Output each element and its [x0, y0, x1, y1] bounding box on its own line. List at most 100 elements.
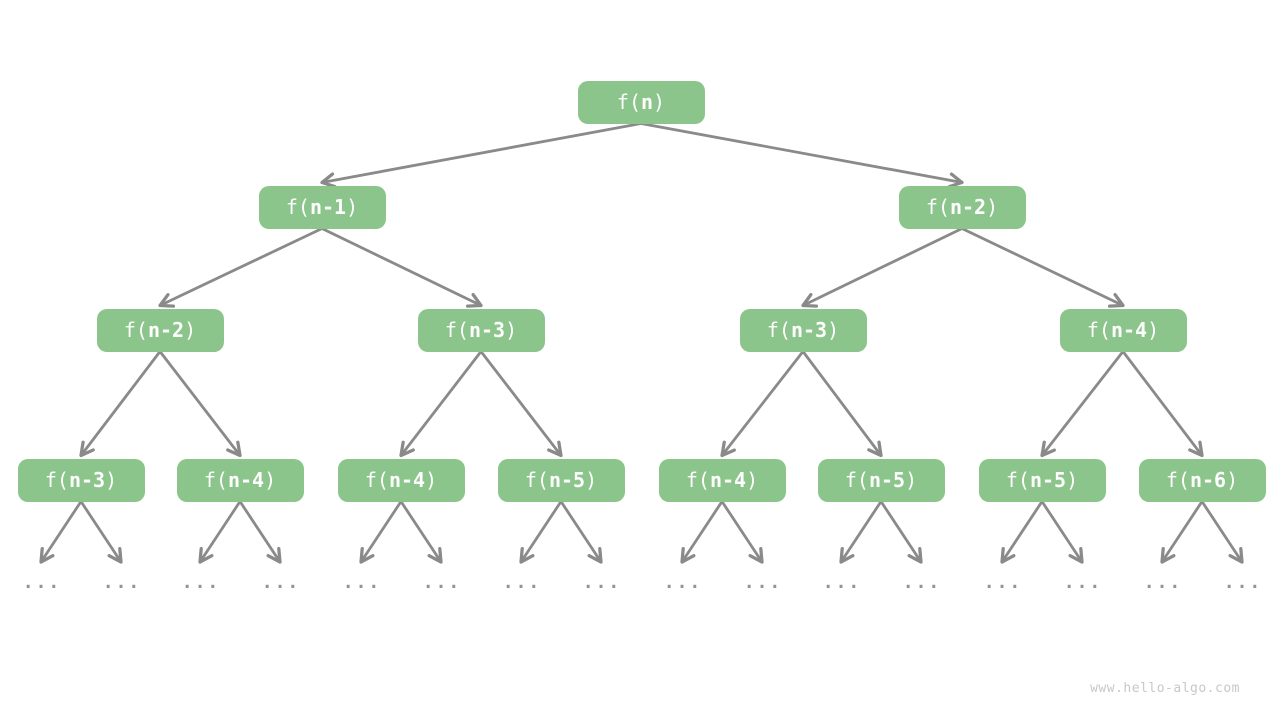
- tree-node-label-post: ): [425, 468, 438, 492]
- edge-arrow: [320, 122, 642, 189]
- leaf-ellipsis: ...: [22, 572, 62, 593]
- tree-node-label-pre: f(: [616, 90, 641, 114]
- edge-arrow: [640, 122, 964, 189]
- leaf-ellipsis: ...: [663, 572, 703, 593]
- tree-node-label-pre: f(: [766, 318, 791, 342]
- edge-arrow: [479, 350, 563, 458]
- tree-node-n2: f(n-2): [898, 185, 1026, 229]
- tree-node-n0: f(n): [577, 80, 705, 124]
- tree-node-n3: f(n-2): [96, 308, 224, 352]
- tree-node-label-post: ): [264, 468, 277, 492]
- tree-node-label-post: ): [905, 468, 918, 492]
- tree-node-n10: f(n-5): [497, 458, 625, 502]
- tree-node-label-post: ): [184, 318, 197, 342]
- leaf-ellipsis: ...: [822, 572, 862, 593]
- tree-node-n6: f(n-4): [1059, 308, 1187, 352]
- edge-arrow: [198, 500, 242, 564]
- tree-node-label-arg: n-5: [1029, 468, 1067, 492]
- tree-node-label-pre: f(: [1086, 318, 1111, 342]
- edge-arrow: [1121, 350, 1204, 458]
- leaf-ellipsis: ...: [743, 572, 783, 593]
- edge-arrow: [79, 350, 162, 458]
- edge-arrow: [519, 500, 563, 564]
- leaf-ellipsis: ...: [1223, 572, 1263, 593]
- edge-arrow: [801, 350, 883, 458]
- tree-node-label-pre: f(: [685, 468, 710, 492]
- edge-arrow: [720, 500, 764, 564]
- edge-arrow: [79, 500, 123, 564]
- tree-node-label-pre: f(: [844, 468, 869, 492]
- tree-node-label-pre: f(: [1005, 468, 1030, 492]
- leaf-ellipsis: ...: [342, 572, 382, 593]
- tree-node-label-post: ): [346, 195, 359, 219]
- tree-node-label-arg: n-1: [309, 195, 347, 219]
- edge-arrow: [1040, 350, 1125, 458]
- tree-node-n14: f(n-6): [1138, 458, 1266, 502]
- edge-arrow: [559, 500, 603, 564]
- edge-arrow: [1160, 500, 1204, 564]
- tree-node-n4: f(n-3): [417, 308, 545, 352]
- edge-arrow: [1040, 500, 1084, 564]
- tree-node-label-pre: f(: [203, 468, 228, 492]
- edge-arrow: [1000, 500, 1044, 564]
- tree-node-n13: f(n-5): [978, 458, 1106, 502]
- tree-node-label-post: ): [1147, 318, 1160, 342]
- tree-node-label-arg: n: [641, 90, 654, 114]
- tree-node-label-post: ): [1066, 468, 1079, 492]
- tree-node-label-arg: n-2: [147, 318, 185, 342]
- tree-node-label-post: ): [585, 468, 598, 492]
- tree-node-n8: f(n-4): [176, 458, 304, 502]
- edge-arrow: [158, 350, 242, 458]
- leaf-ellipsis: ...: [102, 572, 142, 593]
- tree-node-n9: f(n-4): [337, 458, 465, 502]
- edge-arrow: [321, 227, 483, 308]
- tree-node-label-pre: f(: [925, 195, 950, 219]
- leaf-ellipsis: ...: [422, 572, 462, 593]
- tree-node-label-pre: f(: [1165, 468, 1190, 492]
- tree-node-label-arg: n-4: [709, 468, 747, 492]
- tree-node-label-pre: f(: [524, 468, 549, 492]
- tree-node-label-pre: f(: [123, 318, 148, 342]
- tree-node-label-arg: n-6: [1189, 468, 1227, 492]
- leaf-ellipsis: ...: [1143, 572, 1183, 593]
- tree-node-label-pre: f(: [444, 318, 469, 342]
- leaf-ellipsis: ...: [502, 572, 542, 593]
- tree-node-label-arg: n-5: [868, 468, 906, 492]
- tree-node-label-post: ): [653, 90, 666, 114]
- edge-arrow: [961, 227, 1125, 308]
- tree-node-label-arg: n-3: [468, 318, 506, 342]
- edge-arrow: [680, 500, 724, 564]
- tree-node-label-arg: n-4: [388, 468, 426, 492]
- leaf-ellipsis: ...: [983, 572, 1023, 593]
- tree-node-n5: f(n-3): [739, 308, 867, 352]
- tree-node-label-arg: n-3: [790, 318, 828, 342]
- edge-arrow: [801, 227, 963, 308]
- tree-node-label-post: ): [827, 318, 840, 342]
- leaf-ellipsis: ...: [1063, 572, 1103, 593]
- leaf-ellipsis: ...: [181, 572, 221, 593]
- leaf-ellipsis: ...: [902, 572, 942, 593]
- edge-arrow: [1200, 500, 1244, 564]
- tree-node-n7: f(n-3): [17, 458, 145, 502]
- tree-node-label-arg: n-2: [949, 195, 987, 219]
- tree-node-label-pre: f(: [285, 195, 310, 219]
- tree-node-label-arg: n-4: [227, 468, 265, 492]
- tree-node-label-post: ): [105, 468, 118, 492]
- tree-node-label-arg: n-4: [1110, 318, 1148, 342]
- edge-arrow: [720, 350, 805, 458]
- tree-node-label-post: ): [1226, 468, 1239, 492]
- edge-arrow: [238, 500, 282, 564]
- edge-lines: [79, 122, 1204, 458]
- edge-arrow: [879, 500, 923, 564]
- edge-arrow: [359, 500, 403, 564]
- leaf-ellipsis: ...: [261, 572, 301, 593]
- tree-node-label-arg: n-3: [68, 468, 106, 492]
- leaf-arrow-lines: [39, 500, 1244, 564]
- tree-node-label-post: ): [986, 195, 999, 219]
- edge-arrow: [839, 500, 883, 564]
- edge-arrow: [399, 500, 443, 564]
- edge-arrow: [39, 500, 83, 564]
- leaf-ellipsis: ...: [582, 572, 622, 593]
